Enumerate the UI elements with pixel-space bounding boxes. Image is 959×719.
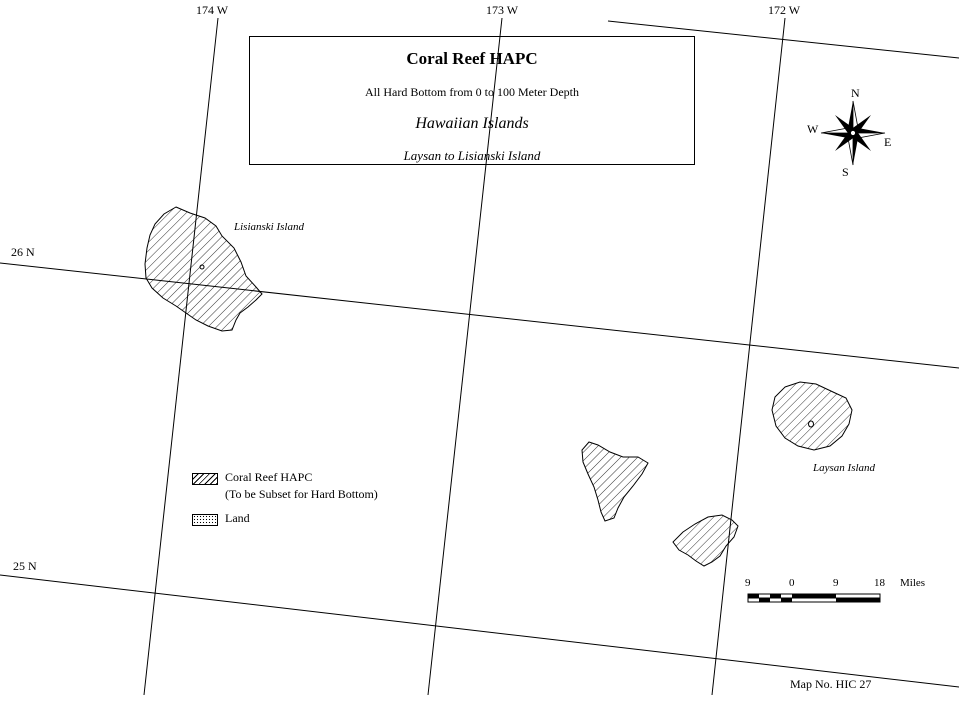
scale-unit: Miles	[900, 577, 926, 589]
legend-land-swatch	[192, 514, 218, 526]
compass-e: E	[884, 135, 892, 149]
compass-rose-icon	[820, 100, 886, 166]
parallel-26n	[0, 262, 959, 369]
scale-tick-18: 18	[874, 577, 885, 589]
reef-bank-2	[672, 514, 739, 567]
compass-n: N	[851, 86, 860, 100]
label-174w: 174 W	[196, 3, 229, 17]
map-number: Map No. HIC 27	[790, 677, 872, 691]
title-box: Coral Reef HAPC All Hard Bottom from 0 t…	[249, 36, 695, 165]
scale-tick-9: 9	[833, 577, 839, 589]
meridian-174w	[143, 17, 219, 696]
legend-land-label: Land	[225, 511, 250, 525]
label-26n: 26 N	[11, 245, 35, 259]
map-area: Laysan to Lisianski Island	[403, 148, 541, 163]
parallel-25n	[0, 574, 959, 688]
legend-coral-reef-label: Coral Reef HAPC	[225, 470, 313, 484]
map-subtitle: All Hard Bottom from 0 to 100 Meter Dept…	[365, 85, 579, 99]
compass-w: W	[807, 122, 819, 136]
label-lisianski-island: Lisianski Island	[234, 221, 304, 233]
reef-bank-1	[581, 441, 649, 522]
legend-coral-reef-note: (To be Subset for Hard Bottom)	[225, 487, 378, 501]
label-laysan-island: Laysan Island	[813, 462, 876, 474]
compass-s: S	[842, 165, 849, 179]
label-25n: 25 N	[13, 559, 37, 573]
scale-tick-9-left: 9	[745, 577, 751, 589]
label-172w: 172 W	[768, 3, 801, 17]
scale-bar	[747, 593, 881, 603]
parallel-27n	[607, 20, 959, 59]
map-title: Coral Reef HAPC	[406, 49, 538, 68]
scale-tick-0: 0	[789, 577, 795, 589]
map-region: Hawaiian Islands	[415, 115, 529, 132]
lisianski-land	[199, 264, 205, 270]
laysan-land	[808, 420, 814, 428]
label-173w: 173 W	[486, 3, 519, 17]
meridian-173w	[427, 17, 503, 696]
legend-coral-reef-swatch	[192, 473, 218, 485]
laysan-reef	[771, 381, 853, 451]
meridian-172w	[711, 17, 786, 696]
